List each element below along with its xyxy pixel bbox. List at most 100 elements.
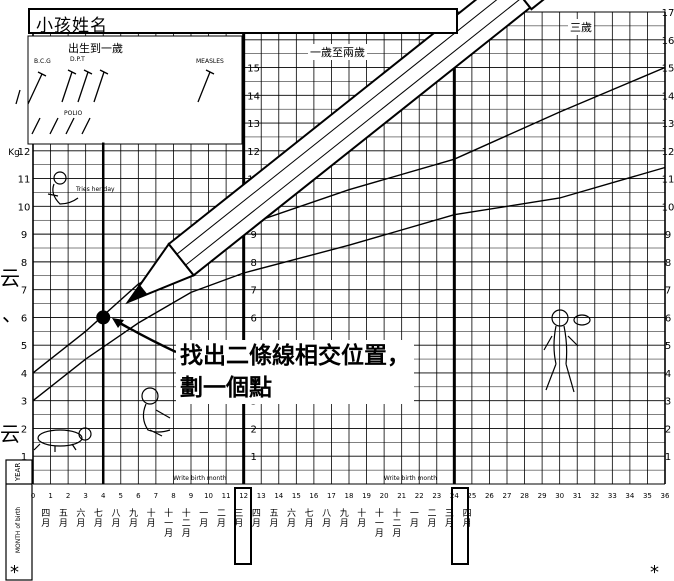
month-name-7: 十一月: [164, 507, 173, 539]
left-tick-4: 4: [21, 369, 27, 380]
mid-tick-1: 1: [250, 452, 256, 463]
month-name-15: 七月: [305, 508, 314, 529]
month-name-5: 九月: [129, 508, 138, 529]
month-tick-0: 0: [31, 492, 35, 500]
right-tick-1: 1: [665, 452, 671, 463]
month-tick-21: 21: [397, 492, 406, 500]
left-tick-6: 6: [21, 313, 27, 324]
baby-sitting-illustration: [141, 387, 171, 437]
month-tick-8: 8: [171, 492, 175, 500]
measles-label: MEASLES: [196, 58, 224, 65]
second-year-label: 一歲至兩歲: [308, 44, 367, 60]
right-tick-10: 10: [662, 202, 674, 213]
month-name-13: 五月: [269, 509, 278, 529]
month-tick-5: 5: [119, 492, 123, 500]
month-name-1: 五月: [59, 509, 68, 529]
month-name-4: 八月: [111, 509, 120, 529]
right-tick-7: 7: [665, 286, 671, 297]
mid-tick-14: 14: [247, 91, 260, 102]
month-tick-35: 35: [643, 492, 652, 500]
write-birth-month-1: Write birth month: [173, 475, 226, 482]
vaccine-panel: [28, 36, 242, 144]
child-name-box[interactable]: 小孩姓名: [28, 8, 458, 36]
right-tick-8: 8: [665, 258, 671, 269]
left-tick-5: 5: [21, 341, 27, 352]
left-tick-10: 10: [18, 202, 31, 213]
month-tick-2: 2: [66, 492, 70, 500]
third-year-label: 三歲: [568, 19, 594, 35]
baby-crawling-illustration: [33, 427, 92, 452]
dpt-label: D.P.T: [70, 56, 85, 63]
month-tick-3: 3: [83, 492, 87, 500]
month-name-10: 二月: [217, 509, 226, 529]
mid-tick-13: 13: [247, 119, 260, 130]
month-tick-30: 30: [555, 492, 564, 500]
left-tick-2: 2: [21, 424, 27, 435]
right-tick-13: 13: [662, 119, 674, 130]
month-tick-12: 12: [239, 492, 248, 500]
month-of-birth-label: MONTH of birth: [15, 507, 22, 553]
month-tick-13: 13: [257, 492, 266, 500]
side-char-mid: 、: [2, 302, 22, 326]
marked-point: [96, 310, 111, 325]
left-tick-9: 9: [21, 230, 27, 241]
child-top-illustration: [47, 171, 79, 205]
month-name-21: 一月: [410, 509, 419, 529]
bcg-label: B.C.G: [34, 58, 51, 65]
month-tick-23: 23: [432, 492, 441, 500]
month-name-2: 六月: [76, 507, 85, 529]
child-walking-illustration: [543, 309, 591, 393]
left-tick-7: 7: [21, 286, 27, 297]
first-year-label: 出生到一歲: [66, 40, 125, 56]
right-tick-3: 3: [665, 397, 671, 408]
child-name-label: 小孩姓名: [36, 16, 108, 36]
month-tick-36: 36: [661, 492, 670, 500]
grid: [27, 11, 666, 485]
month-tick-22: 22: [415, 492, 424, 500]
month-name-8: 十二月: [182, 507, 191, 539]
birth-month-box-12: [234, 487, 252, 565]
left-tick-11: 11: [18, 175, 31, 186]
right-tick-16: 16: [662, 36, 674, 47]
year-label: YEAR: [14, 463, 22, 482]
mid-tick-8: 8: [250, 258, 256, 269]
month-name-6: 十月: [147, 507, 156, 529]
right-tick-12: 12: [662, 147, 674, 158]
instruction-line-2: 劃一個點: [180, 375, 272, 401]
mid-tick-6: 6: [250, 313, 256, 324]
birth-month-box-24: [451, 487, 469, 565]
month-tick-32: 32: [590, 492, 599, 500]
month-name-20: 十二月: [392, 507, 401, 539]
mid-tick-2: 2: [250, 424, 256, 435]
month-name-22: 二月: [427, 509, 436, 529]
instruction-annotation: 找出二條線相交位置， 劃一個點: [176, 340, 414, 404]
right-tick-5: 5: [665, 341, 671, 352]
month-name-16: 八月: [322, 509, 331, 529]
year-dividers: [5, 12, 469, 581]
right-tick-2: 2: [665, 424, 671, 435]
right-tick-4: 4: [665, 369, 671, 380]
month-tick-7: 7: [154, 492, 158, 500]
month-name-12: 四月: [252, 509, 261, 529]
month-tick-1: 1: [48, 492, 52, 500]
month-tick-24: 24: [450, 492, 459, 500]
write-birth-month-2: Write birth month: [384, 475, 437, 482]
side-char-upper: 云: [0, 266, 20, 290]
month-tick-4: 4: [101, 492, 106, 500]
vaccine-syringes-illustration: [15, 69, 215, 135]
right-tick-11: 11: [662, 175, 674, 186]
side-char-lower: 云: [0, 422, 20, 446]
month-tick-18: 18: [345, 492, 354, 500]
pencil-illustration: [125, 0, 546, 305]
tries-label: Tries her day: [76, 186, 115, 193]
month-tick-27: 27: [503, 492, 512, 500]
left-tick-12: 12: [18, 147, 31, 158]
mid-tick-12: 12: [247, 147, 260, 158]
month-tick-14: 14: [274, 492, 283, 500]
mid-tick-9: 9: [250, 230, 256, 241]
month-name-0: 四月: [41, 509, 50, 529]
month-tick-31: 31: [573, 492, 582, 500]
bottom-left-box: [5, 459, 33, 581]
month-tick-17: 17: [327, 492, 336, 500]
